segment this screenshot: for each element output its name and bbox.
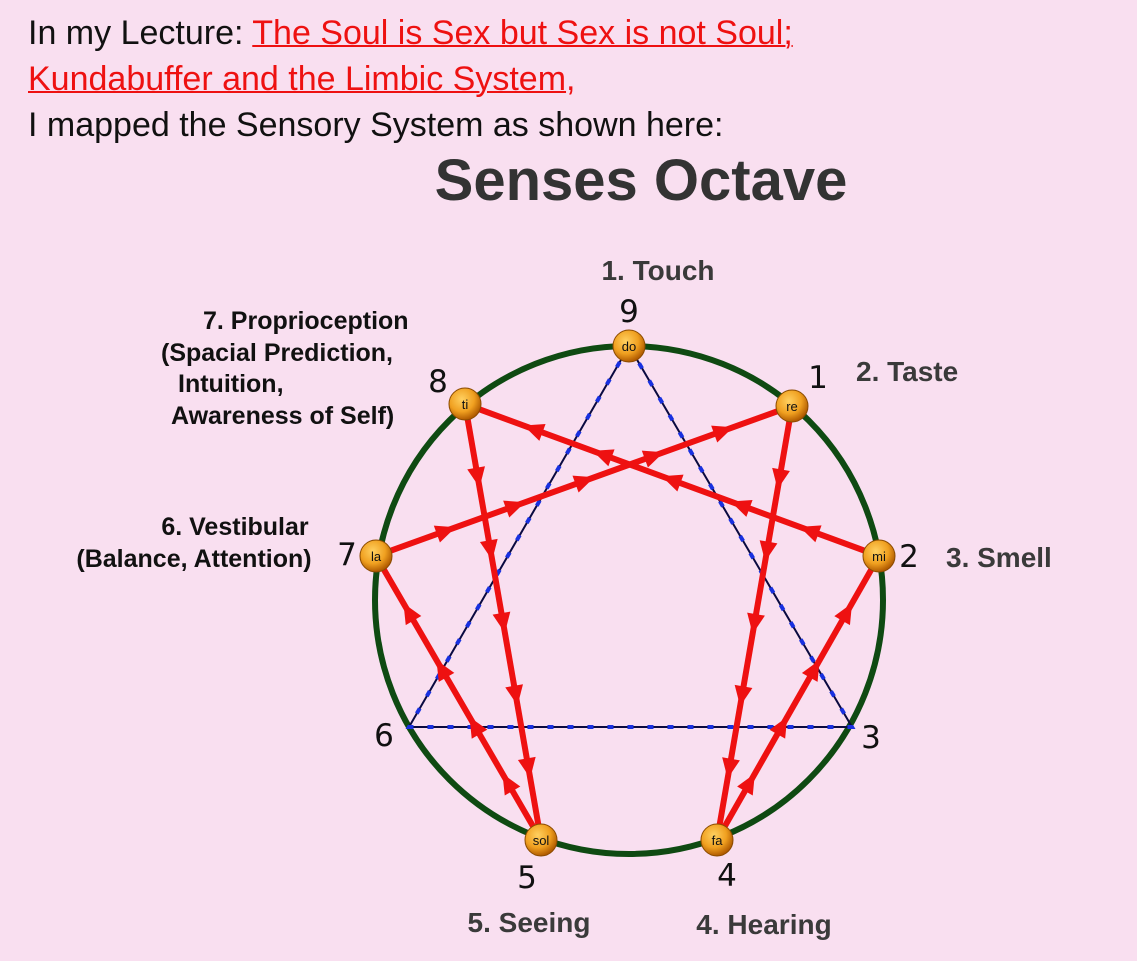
svg-text:(Balance, Attention): (Balance, Attention) [76, 545, 311, 573]
arrowhead [661, 474, 684, 492]
label-touch: 1. Touch [601, 255, 714, 286]
point-number-4: 4 [717, 858, 737, 894]
arrowhead [467, 466, 485, 488]
svg-text:do: do [622, 339, 636, 354]
arrowhead [722, 757, 740, 779]
arrowhead [492, 611, 511, 633]
arrowhead [772, 467, 790, 490]
label-smell: 3. Smell [946, 542, 1052, 573]
arrowhead [572, 475, 595, 493]
svg-text:ti: ti [462, 397, 469, 412]
point-number-7: 7 [337, 537, 357, 573]
arrowhead [769, 716, 788, 739]
enneagram-circle [372, 343, 886, 857]
label-proprioception: 7. Proprioception (Spacial Prediction, I… [161, 307, 409, 430]
arrowhead [503, 500, 526, 518]
intro-line-1: In my Lecture: The Soul is Sex but Sex i… [28, 10, 793, 56]
node-la: la [359, 539, 393, 573]
arrowhead [641, 450, 664, 468]
arrowhead [523, 423, 546, 441]
node-re: re [775, 389, 809, 423]
intro-prefix: In my Lecture: [28, 14, 253, 52]
arrowhead [734, 684, 753, 707]
intro-line-2: Kundabuffer and the Limbic System, [28, 56, 793, 102]
hexad-arrowheads [403, 423, 853, 796]
arrowhead [436, 660, 455, 682]
lecture-link-kundabuffer[interactable]: Kundabuffer and the Limbic System [28, 60, 567, 98]
svg-text:Awareness of Self): Awareness of Self) [171, 402, 394, 430]
arrowhead [592, 449, 615, 467]
diagram-title: Senses Octave [435, 148, 848, 213]
intro-text: In my Lecture: The Soul is Sex but Sex i… [28, 10, 793, 148]
svg-text:6. Vestibular: 6. Vestibular [161, 513, 309, 541]
svg-text:7. Proprioception: 7. Proprioception [203, 307, 409, 335]
arrowhead [737, 773, 755, 796]
intro-line-3: I mapped the Sensory System as shown her… [28, 106, 724, 144]
arrowhead [433, 525, 456, 543]
triangle-lines [405, 342, 856, 729]
point-number-8: 8 [428, 364, 448, 400]
svg-text:re: re [786, 399, 798, 414]
point-number-3: 3 [861, 720, 881, 756]
point-number-1: 1 [808, 360, 828, 396]
arrowhead [801, 660, 820, 682]
arrowhead [469, 716, 488, 739]
svg-text:(Spacial Prediction,: (Spacial Prediction, [161, 339, 393, 367]
point-number-9: 9 [619, 294, 639, 330]
point-number-6: 6 [374, 718, 394, 754]
label-seeing: 5. Seeing [468, 907, 591, 938]
node-sol: sol [524, 823, 558, 857]
node-mi: mi [862, 539, 896, 573]
node-ti: ti [448, 387, 482, 421]
arrowhead [730, 499, 753, 517]
arrowhead [479, 538, 498, 561]
arrowhead [711, 425, 734, 443]
arrowhead [759, 540, 778, 562]
point-number-2: 2 [899, 539, 919, 575]
intro-comma: , [566, 60, 576, 98]
arrowhead [517, 756, 536, 779]
svg-text:la: la [371, 549, 382, 564]
svg-text:fa: fa [712, 833, 724, 848]
arrowhead [799, 525, 822, 543]
label-taste: 2. Taste [856, 356, 958, 387]
lecture-link-soul-sex[interactable]: The Soul is Sex but Sex is not Soul; [252, 14, 793, 52]
arrowhead [403, 603, 422, 626]
svg-text:Intuition,: Intuition, [178, 370, 284, 398]
arrowhead [747, 612, 765, 634]
node-do: do [612, 329, 646, 363]
node-fa: fa [700, 823, 734, 857]
svg-text:mi: mi [872, 549, 886, 564]
arrowhead [834, 603, 853, 626]
label-vestibular: 6. Vestibular (Balance, Attention) [76, 513, 311, 573]
label-hearing: 4. Hearing [696, 909, 831, 940]
point-number-5: 5 [517, 860, 537, 896]
arrowhead [505, 684, 523, 706]
hexad-arrow-lines [373, 401, 882, 842]
arrowhead [502, 773, 521, 796]
svg-text:sol: sol [533, 833, 550, 848]
